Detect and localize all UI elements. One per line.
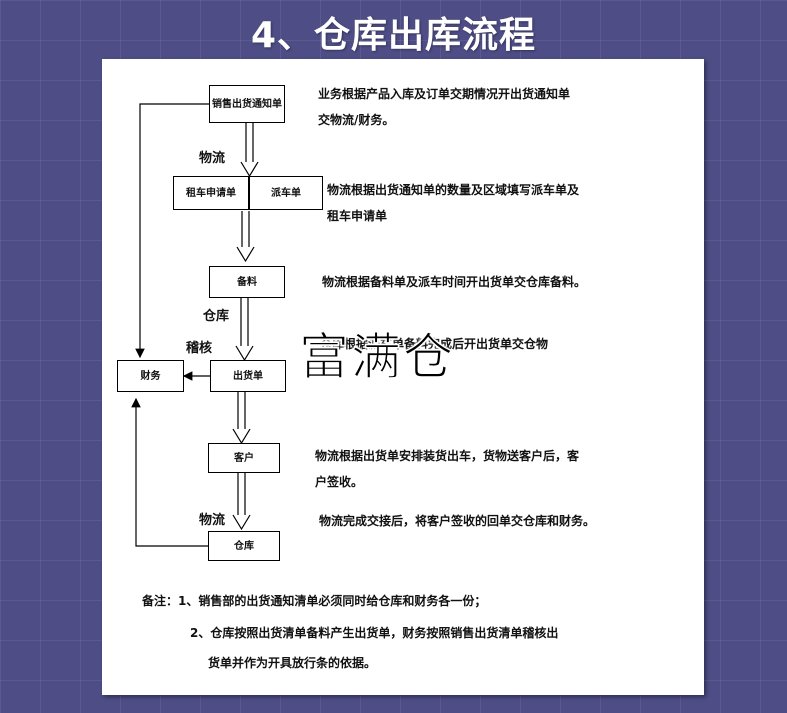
- down-arrow-4: [232, 392, 251, 445]
- warehouse-box: 仓库: [208, 531, 280, 561]
- delivery-box: 出货单: [210, 360, 286, 392]
- down-arrow-5: [232, 473, 251, 531]
- description-2: 物流根据出货通知单的数量及区域填写派车单及 租车申请单: [327, 177, 579, 229]
- label-warehouse: 仓库: [203, 309, 230, 324]
- flowchart-document: 销售出货通知单 租车申请单 派车单 备料 出货单 财务 客户 仓库 物流 仓库 …: [102, 59, 704, 695]
- label-logistics-2: 物流: [199, 513, 226, 528]
- finance-box: 财务: [117, 360, 184, 392]
- notice-to-finance-line: [135, 103, 209, 359]
- note-3: 货单并作为开具放行条的依据。: [208, 656, 377, 670]
- description-5: 物流根据出货单安排装货出车，货物送客户后，客 户签收。: [315, 443, 579, 495]
- description-2-line-1: 物流根据出货通知单的数量及区域填写派车单及: [327, 183, 580, 197]
- sales-notice-box: 销售出货通知单: [209, 85, 285, 123]
- watermark-text: 富满仓: [298, 327, 455, 387]
- rent-request-box: 租车申请单: [173, 176, 249, 210]
- down-arrow-2: [236, 211, 255, 263]
- prepare-box: 备料: [209, 266, 285, 298]
- description-3: 物流根据备料单及派车时间开出货单交仓库备料。: [322, 275, 587, 289]
- description-5-line-1: 物流根据出货单安排装货出车，货物送客户后，客: [315, 449, 580, 463]
- note-2: 2、仓库按照出货清单备料产生出货单，财务按照销售出货清单稽核出: [190, 626, 559, 640]
- dispatch-box: 派车单: [249, 176, 323, 210]
- description-2-line-2: 租车申请单: [327, 209, 388, 223]
- down-arrow-1: [240, 123, 259, 178]
- description-5-line-2: 户签收。: [315, 475, 364, 489]
- warehouse-to-finance-line: [131, 397, 208, 547]
- flowchart-connectors: [131, 103, 259, 547]
- label-logistics-1: 物流: [199, 151, 226, 166]
- description-1: 业务根据产品入库及订单交期情况开出货通知单 交物流/财务。: [318, 81, 570, 133]
- description-4: 仓库根据派车单备料完成后开出货单交仓物: [320, 337, 549, 351]
- note-1: 备注：1、销售部的出货通知清单必须同时给仓库和财务各一份；: [142, 594, 487, 608]
- description-1-line-1: 业务根据产品入库及订单交期情况开出货通知单: [318, 87, 571, 101]
- customer-box: 客户: [208, 443, 280, 473]
- description-1-line-2: 交物流/财务。: [318, 113, 395, 127]
- slide-title: 4、仓库出库流程: [250, 15, 537, 56]
- down-arrow-3: [235, 298, 254, 362]
- label-audit: 稽核: [186, 341, 213, 356]
- description-6: 物流完成交接后，将客户签收的回单交仓库和财务。: [319, 514, 596, 528]
